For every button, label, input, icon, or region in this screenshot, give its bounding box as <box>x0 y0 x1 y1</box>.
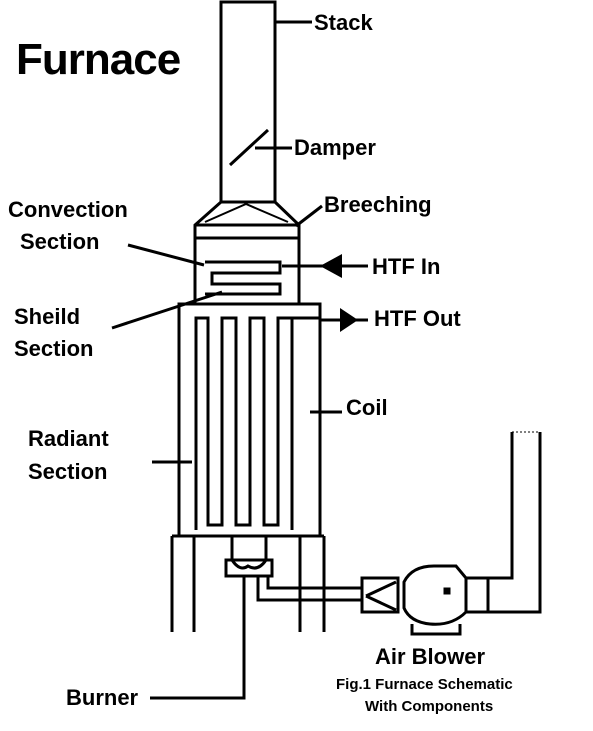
furnace-base <box>172 536 324 632</box>
convection-coil <box>205 262 280 294</box>
label-breeching: Breeching <box>324 192 432 217</box>
label-stack: Stack <box>314 10 373 35</box>
radiant-coil <box>196 318 292 530</box>
label-air-blower: Air Blower <box>375 644 486 669</box>
label-htf-out: HTF Out <box>374 306 461 331</box>
label-damper: Damper <box>294 135 376 160</box>
stack <box>221 2 275 202</box>
htf-out-arrow <box>340 308 358 332</box>
damper <box>230 130 268 165</box>
caption-line2: With Components <box>365 698 494 715</box>
blower-body <box>404 566 466 624</box>
blower-outlet <box>466 578 488 612</box>
label-radiant-line2: Section <box>28 459 108 484</box>
caption-line1: Fig.1 Furnace Schematic <box>336 676 513 693</box>
breeching-detail <box>205 204 288 222</box>
label-sheild-line1: Sheild <box>14 304 81 329</box>
htf-in-arrow <box>320 254 342 278</box>
burner-leader <box>150 576 244 698</box>
label-burner: Burner <box>66 685 139 710</box>
label-sheild-line2: Section <box>14 336 94 361</box>
label-radiant-line1: Radiant <box>28 426 109 451</box>
convection-leader <box>128 245 204 265</box>
label-htf-in: HTF In <box>372 254 441 279</box>
label-convection-line1: Convection <box>8 197 128 222</box>
sheild-leader <box>112 292 222 328</box>
label-coil: Coil <box>346 395 388 420</box>
air-duct <box>258 576 362 600</box>
burner <box>232 536 266 568</box>
breeching-leader <box>296 206 322 226</box>
diagram-title: Furnace <box>16 35 181 84</box>
blower-inlet <box>362 578 398 612</box>
label-convection-line2: Section <box>20 229 100 254</box>
